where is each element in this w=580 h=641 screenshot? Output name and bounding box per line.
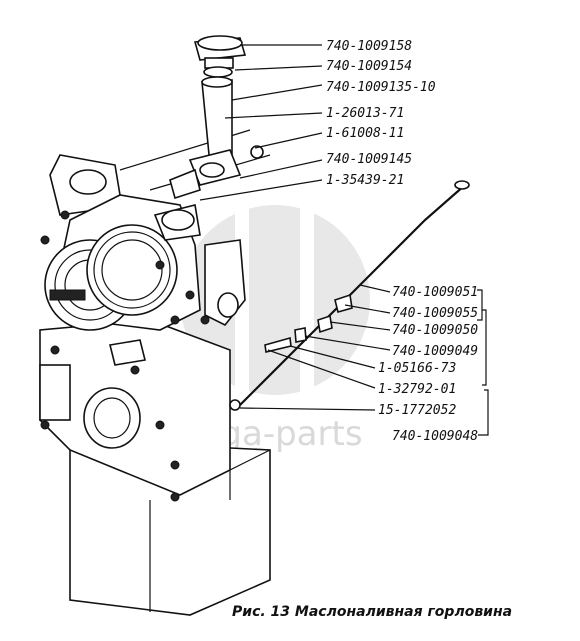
part-label: 740-1009145 (326, 152, 412, 167)
part-label: 740-1009051 (392, 285, 478, 300)
part-label: 740-1009049 (392, 344, 478, 359)
engine-housing (39, 129, 271, 616)
figure-caption: Рис. 13 Маслоналивная горловина (232, 604, 512, 620)
part-label: 740-1009055 (392, 306, 478, 321)
part-label: 15-1772052 (378, 403, 456, 418)
part-label: 740-1009135-10 (326, 80, 436, 95)
part-label: 1-05166-73 (378, 361, 456, 376)
part-label: 1-35439-21 (326, 173, 404, 188)
part-label: 1-61008-11 (326, 126, 404, 141)
part-label: 1-32792-01 (378, 382, 456, 397)
leader-lines (199, 44, 489, 436)
part-labels: 740-1009158 740-1009154 740-1009135-10 1… (326, 39, 478, 444)
dipstick-assembly (229, 180, 470, 411)
part-label: 740-1009048 (392, 429, 478, 444)
part-label: 1-26013-71 (326, 106, 404, 121)
filler-neck-assembly (169, 35, 264, 200)
part-label: 740-1009050 (392, 323, 478, 338)
part-label: 740-1009158 (326, 39, 412, 54)
part-label: 740-1009154 (326, 59, 412, 74)
